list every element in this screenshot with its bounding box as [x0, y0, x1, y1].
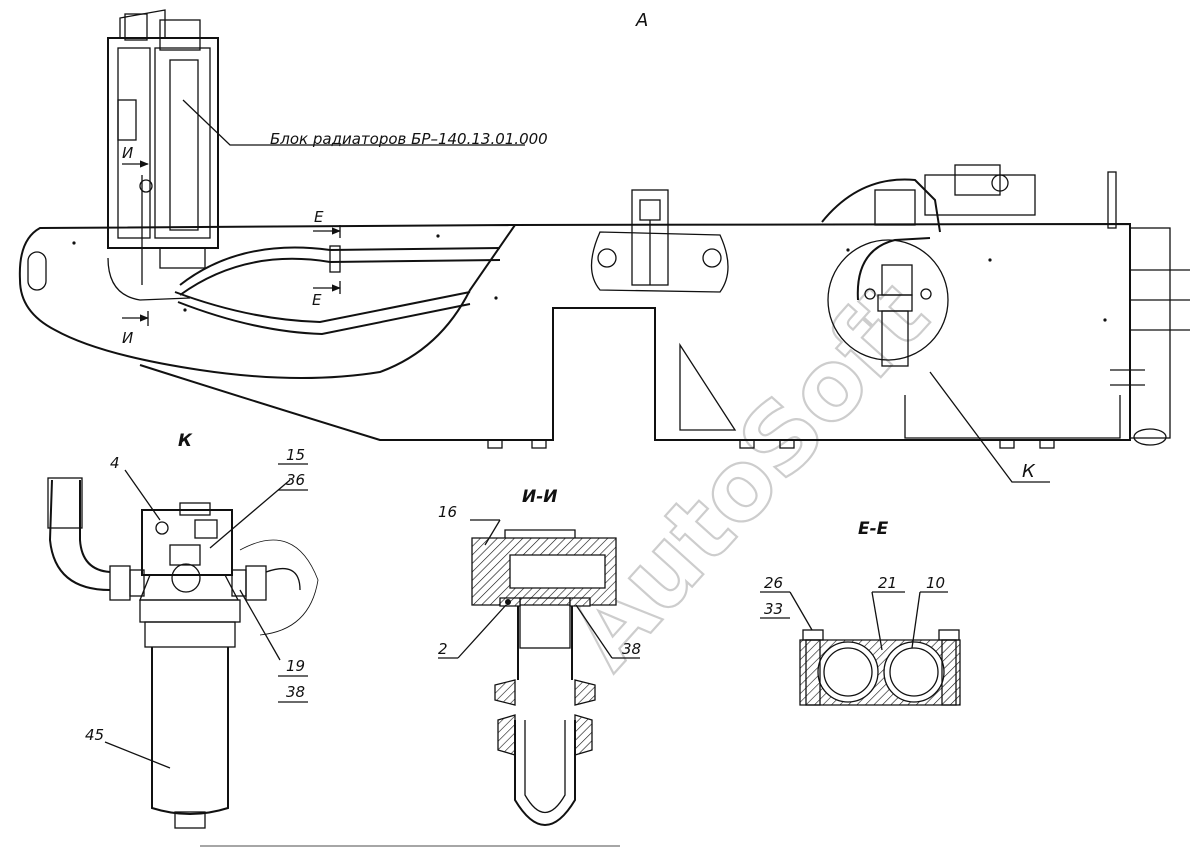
frame-holes — [72, 234, 1107, 322]
callout-2: 2 — [438, 640, 448, 658]
frame-outline — [18, 223, 517, 379]
watermark: AutoSoft — [546, 259, 951, 691]
callout-10: 10 — [926, 574, 945, 592]
section-ii: И-И 16 2 38 — [438, 487, 641, 826]
svg-text:И: И — [122, 329, 133, 347]
filter-assembly — [821, 164, 1036, 367]
detail-k: К 4 15 36 19 38 45 — [47, 431, 319, 829]
callout-15: 15 — [286, 446, 305, 464]
svg-text:AutoSoft: AutoSoft — [547, 260, 950, 690]
section-ii-title: И-И — [522, 487, 558, 507]
section-i-markers: И И — [122, 144, 149, 347]
frame-lugs — [487, 439, 1055, 449]
callout-45: 45 — [85, 726, 104, 744]
detail-k-title: К — [178, 431, 193, 451]
callout-21: 21 — [878, 574, 897, 592]
svg-text:И: И — [122, 144, 133, 162]
callout-38-section: 38 — [622, 640, 641, 658]
svg-text:Е: Е — [314, 208, 324, 226]
right-bracket — [904, 171, 1190, 446]
section-ee-title: Е-Е — [858, 519, 889, 539]
radiator-block-label: Блок радиаторов БР–140.13.01.000 — [270, 130, 548, 148]
callout-33: 33 — [764, 600, 783, 618]
callout-38: 38 — [286, 683, 305, 701]
callout-26: 26 — [764, 574, 783, 592]
callout-16: 16 — [438, 503, 457, 521]
main-view: А — [18, 9, 1190, 483]
callout-19: 19 — [286, 657, 305, 675]
center-bracket — [590, 189, 729, 293]
callout-36: 36 — [286, 471, 305, 489]
view-k-marker: К — [929, 371, 1050, 483]
main-view-label: А — [635, 10, 648, 31]
callout-4: 4 — [110, 454, 120, 472]
section-e-markers: Е Е — [312, 208, 341, 309]
hoses — [174, 245, 501, 336]
radiator-block — [107, 9, 219, 301]
svg-text:Е: Е — [312, 291, 322, 309]
section-ee: Е-Е 26 33 21 10 — [760, 519, 961, 706]
svg-text:К: К — [1022, 461, 1036, 482]
